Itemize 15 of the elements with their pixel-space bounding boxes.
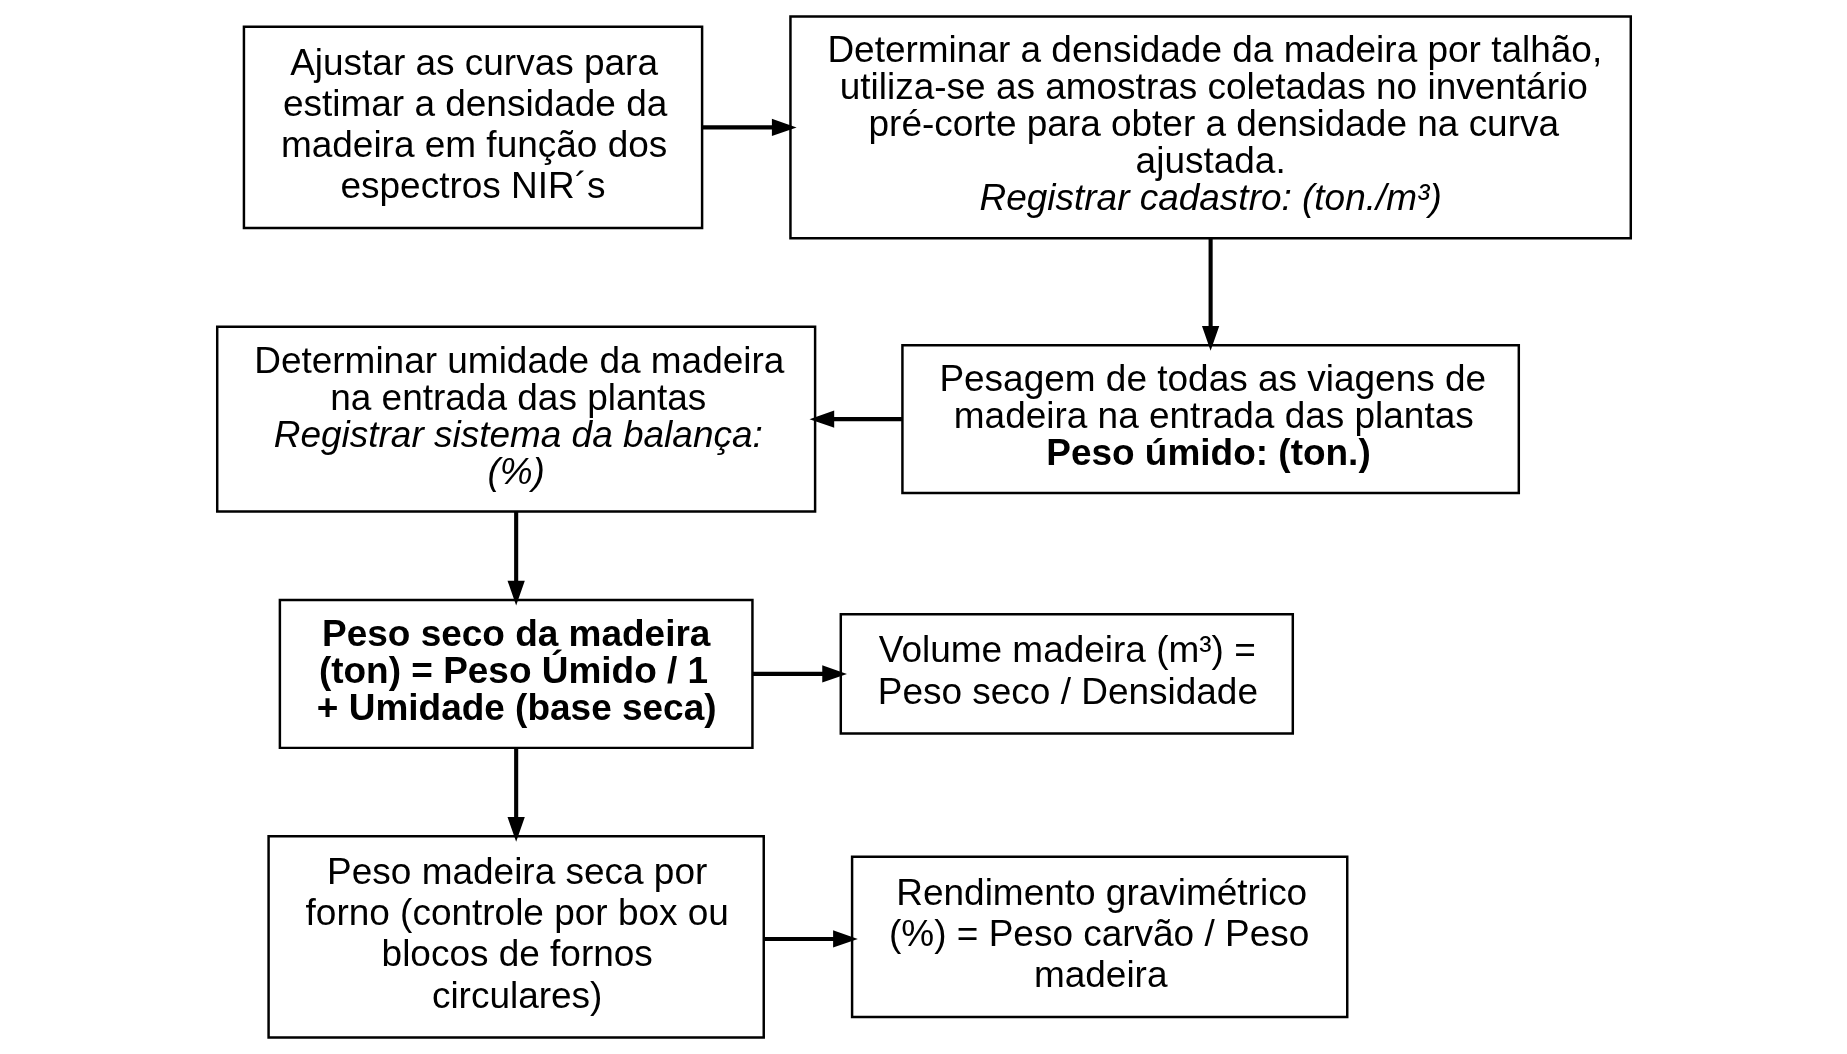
arrow bbox=[809, 410, 902, 428]
node-box: Rendimento gravimétrico (%) = Peso carvão / Peso madeira bbox=[850, 855, 1348, 1019]
arrow bbox=[701, 118, 797, 137]
node-box: Peso seco da madeira (ton) = Peso Úmido / 1 + Umidade (base seca) bbox=[278, 598, 754, 750]
node-box: Peso madeira seca por forno (controle por box ou blocos de fornos circulares) bbox=[266, 835, 765, 1039]
arrow bbox=[507, 748, 525, 842]
node-box: Volume madeira (m³) = Peso seco / Densidade bbox=[839, 613, 1294, 735]
arrow bbox=[507, 511, 525, 606]
arrow bbox=[763, 930, 858, 948]
node-box: Determinar a densidade da madeira por talhão, utiliza-se as amostras coletadas no inventário pré-corte para obter a densidade na curva ajustada. Registrar cadastro: (ton./m³) bbox=[788, 15, 1632, 240]
node-box: Determinar umidade da madeira na entrada das plantas Registrar sistema da balança: (%) bbox=[215, 325, 816, 513]
arrow bbox=[752, 665, 847, 683]
node-box: Pesagem de todas as viagens de madeira na entrada das plantas Peso úmido: (ton.) bbox=[900, 343, 1520, 495]
node-box: Ajustar as curvas para estimar a densidade da madeira em função dos espectros NIR´s bbox=[242, 25, 703, 230]
arrow bbox=[1201, 238, 1219, 351]
